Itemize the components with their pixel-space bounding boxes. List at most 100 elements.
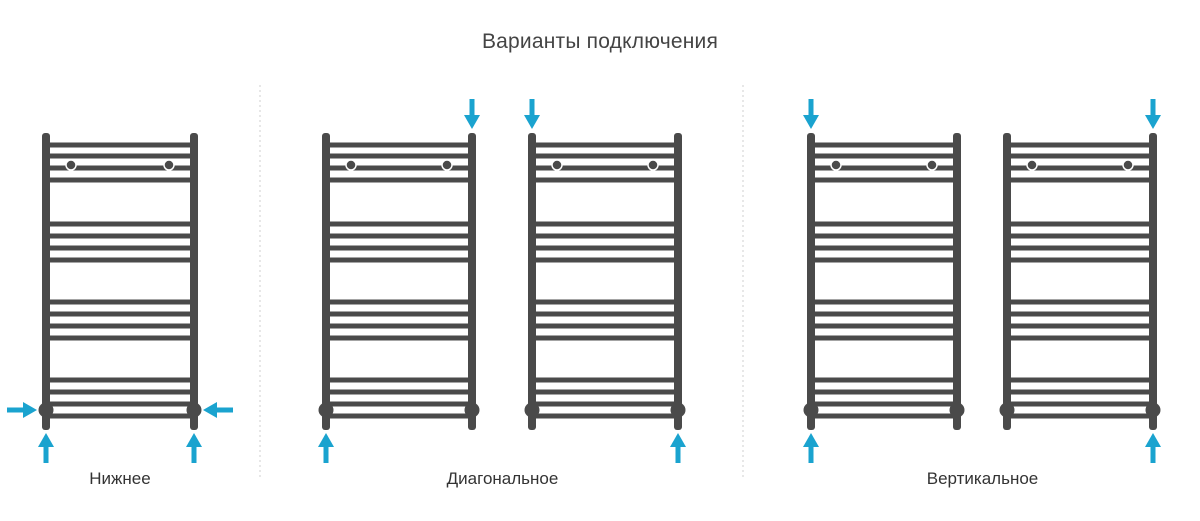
towel-rail-icon <box>38 133 202 430</box>
radiator-bar <box>532 323 678 329</box>
mount-bolt <box>163 159 175 171</box>
towel-rail-icon <box>524 133 686 430</box>
towel-rail-icon <box>999 133 1161 430</box>
radiator-bar <box>811 177 957 183</box>
radiator-bar <box>532 142 678 148</box>
radiator-post-right <box>953 133 961 430</box>
mount-bolt <box>551 159 563 171</box>
arrow-head <box>464 115 480 129</box>
radiator-bar <box>1007 233 1153 239</box>
radiator-bar <box>1007 311 1153 317</box>
radiator-post-right <box>190 133 198 430</box>
caption-vertical: Вертикальное <box>926 469 1039 488</box>
radiator-bar <box>46 377 194 383</box>
arrow-down-icon <box>1145 99 1161 129</box>
mount-bolt <box>926 159 938 171</box>
mount-bolt <box>1122 159 1134 171</box>
group-dividers <box>259 85 744 478</box>
radiator-bar <box>326 413 472 419</box>
mount-bolt <box>345 159 357 171</box>
radiator-bar <box>1007 257 1153 263</box>
radiator-bar <box>1007 153 1153 159</box>
radiator-bar <box>532 335 678 341</box>
radiator-bar <box>46 389 194 395</box>
radiator-bar <box>532 401 678 407</box>
caption-bottom: Нижнее <box>89 469 151 488</box>
radiator-bar <box>811 401 957 407</box>
radiator-post-left <box>42 133 50 430</box>
radiator-bar <box>811 299 957 305</box>
arrow-head <box>203 402 217 418</box>
arrows <box>7 99 1161 463</box>
radiator-bar <box>532 177 678 183</box>
caption-diagonal: Диагональное <box>446 469 559 488</box>
arrow-head <box>524 115 540 129</box>
radiator-bar <box>326 311 472 317</box>
connection-port <box>670 402 686 418</box>
radiator-bar <box>532 413 678 419</box>
radiator-bar <box>811 377 957 383</box>
radiator-bar <box>1007 299 1153 305</box>
radiator-bar <box>532 221 678 227</box>
radiator-post-right <box>468 133 476 430</box>
radiator-bar <box>532 377 678 383</box>
arrow-head <box>670 433 686 447</box>
radiator-bar <box>1007 389 1153 395</box>
arrow-up-icon <box>1145 433 1161 463</box>
connection-port <box>949 402 965 418</box>
radiator-bar <box>1007 177 1153 183</box>
connection-port <box>464 402 480 418</box>
arrow-in-right-icon <box>203 402 233 418</box>
radiator-bar <box>46 142 194 148</box>
radiator-bar <box>1007 413 1153 419</box>
radiator-bar <box>532 311 678 317</box>
radiator-bar <box>532 233 678 239</box>
radiator-bar <box>326 142 472 148</box>
arrow-down-icon <box>524 99 540 129</box>
radiator-bar <box>326 233 472 239</box>
radiator-post-left <box>322 133 330 430</box>
radiator-bar <box>811 389 957 395</box>
radiator-bar <box>326 299 472 305</box>
towel-rail-icon <box>318 133 480 430</box>
mount-bolt <box>65 159 77 171</box>
connection-port <box>318 402 334 418</box>
radiator-bar <box>1007 245 1153 251</box>
radiator-bar <box>46 165 194 171</box>
radiator-bar <box>811 245 957 251</box>
radiator-bar <box>811 221 957 227</box>
radiator-bar <box>326 401 472 407</box>
radiator-bar <box>811 165 957 171</box>
radiator-bar <box>811 142 957 148</box>
mount-bolt <box>1026 159 1038 171</box>
radiators <box>38 133 1161 430</box>
arrow-head <box>186 433 202 447</box>
connection-port <box>999 402 1015 418</box>
radiator-bar <box>326 165 472 171</box>
radiator-bar <box>1007 377 1153 383</box>
radiator-bar <box>326 323 472 329</box>
radiator-post-left <box>1003 133 1011 430</box>
radiator-bar <box>811 413 957 419</box>
mount-bolt <box>441 159 453 171</box>
arrow-in-left-icon <box>7 402 37 418</box>
radiator-bar <box>46 335 194 341</box>
radiator-bar <box>1007 142 1153 148</box>
arrow-down-icon <box>464 99 480 129</box>
radiator-bar <box>326 153 472 159</box>
page-title: Варианты подключения <box>481 30 719 53</box>
radiator-bar <box>46 177 194 183</box>
radiator-bar <box>46 413 194 419</box>
radiator-bar <box>532 153 678 159</box>
radiator-post-left <box>528 133 536 430</box>
radiator-bar <box>326 245 472 251</box>
radiator-bar <box>532 245 678 251</box>
arrow-head <box>1145 433 1161 447</box>
radiator-bar <box>326 335 472 341</box>
arrow-head <box>318 433 334 447</box>
radiator-bar <box>1007 221 1153 227</box>
radiator-post-right <box>1149 133 1157 430</box>
radiator-bar <box>46 153 194 159</box>
radiator-bar <box>811 311 957 317</box>
arrow-up-icon <box>318 433 334 463</box>
